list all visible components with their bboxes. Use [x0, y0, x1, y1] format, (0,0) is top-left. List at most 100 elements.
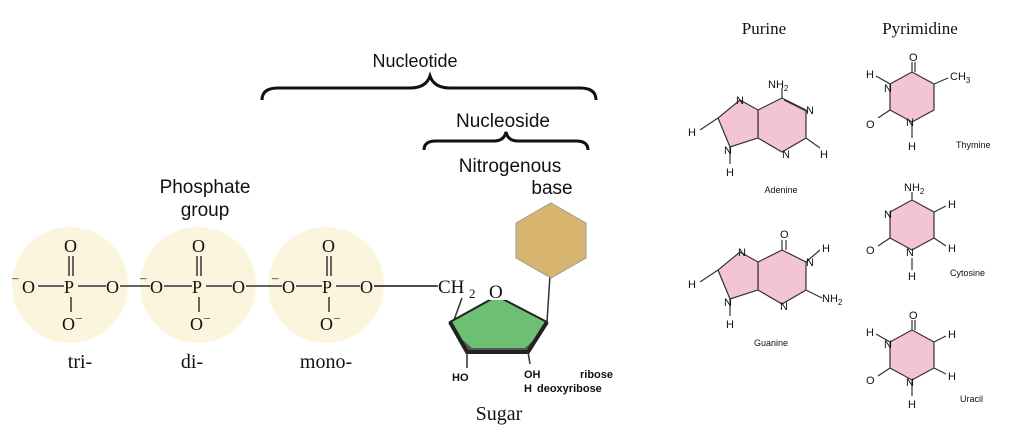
charge-minus: –	[75, 310, 83, 324]
charge-minus: –	[139, 270, 147, 285]
guanine-nh2: NH2	[822, 293, 843, 307]
charge-minus: –	[203, 310, 211, 324]
atom-h: H	[948, 199, 956, 211]
phosphate-di: – O P O O O –	[139, 236, 246, 334]
thymine-structure: O CH3 H N O N H Thymine	[866, 52, 991, 153]
charge-minus: –	[11, 270, 19, 285]
phosphate-label: Phosphate	[160, 177, 251, 198]
purine-heading: Purine	[742, 19, 786, 38]
sugar-base-bond	[546, 274, 551, 323]
atom-h: H	[688, 279, 696, 291]
nitrogenous-label: Nitrogenous	[459, 156, 561, 177]
atom-n: N	[736, 95, 744, 107]
atom-h: H	[948, 371, 956, 383]
atom-n: N	[806, 257, 814, 269]
base-label: base	[531, 178, 572, 199]
atom-h: H	[726, 167, 734, 179]
ribose-label: ribose	[580, 369, 613, 381]
nucleoside-label: Nucleoside	[456, 111, 550, 132]
phosphate-tri: – O P O O O –	[11, 236, 120, 334]
tri-label: tri-	[68, 351, 92, 373]
atom-n: N	[906, 117, 914, 129]
atom-o: O	[62, 314, 75, 334]
atom-n: N	[724, 297, 732, 309]
pyrimidine-heading: Pyrimidine	[882, 19, 958, 38]
mono-label: mono-	[300, 351, 352, 373]
atom-n: N	[738, 247, 746, 259]
atom-o: O	[909, 52, 918, 64]
atom-o: O	[320, 314, 333, 334]
atom-p: P	[192, 277, 202, 297]
atom-h: H	[948, 329, 956, 341]
oh-label: OH	[524, 369, 541, 381]
atom-h: H	[908, 271, 916, 283]
guanine-label: Guanine	[754, 338, 788, 348]
atom-n: N	[906, 377, 914, 389]
oh-bond	[527, 351, 531, 365]
atom-o: O	[866, 119, 875, 131]
h-label: H	[524, 383, 532, 395]
atom-o: O	[360, 277, 373, 297]
adenine-label: Adenine	[764, 185, 797, 195]
atom-o: O	[22, 277, 35, 297]
atom-o: O	[780, 229, 789, 241]
uracil-structure: O H H N H O N H Uracil	[866, 310, 983, 411]
atom-n: N	[782, 149, 790, 161]
atom-o: O	[866, 375, 875, 387]
ring-oxygen: O	[489, 282, 503, 303]
atom-n: N	[884, 339, 892, 351]
atom-p: P	[322, 277, 332, 297]
atom-h: H	[908, 141, 916, 153]
atom-n: N	[884, 209, 892, 221]
atom-o: O	[192, 236, 205, 256]
group-label: group	[181, 200, 230, 221]
atom-o: O	[106, 277, 119, 297]
adenine-structure: NH2 N N N N H H H Adenine	[688, 79, 828, 195]
di-label: di-	[181, 351, 203, 373]
atom-o: O	[909, 310, 918, 322]
cytosine-nh2: NH2	[904, 182, 925, 196]
atom-o: O	[322, 236, 335, 256]
charge-minus: –	[333, 310, 341, 324]
atom-o: O	[282, 277, 295, 297]
atom-h: H	[866, 327, 874, 339]
phosphate-mono: – O P O O O –	[271, 236, 374, 334]
cytosine-label: Cytosine	[950, 268, 985, 278]
atom-o: O	[64, 236, 77, 256]
sugar-label: Sugar	[476, 403, 523, 425]
atom-n: N	[724, 145, 732, 157]
ch2-to-ring-bond	[453, 297, 463, 321]
uracil-label: Uracil	[960, 394, 983, 404]
thymine-label: Thymine	[956, 140, 991, 150]
atom-n: N	[806, 105, 814, 117]
deoxyribose-label: deoxyribose	[537, 383, 602, 395]
atom-h: H	[820, 149, 828, 161]
atom-n: N	[906, 247, 914, 259]
atom-h: H	[948, 243, 956, 255]
atom-h: H	[822, 243, 830, 255]
cytosine-structure: NH2 N H H O N H Cytosine	[866, 182, 985, 283]
atom-p: P	[64, 277, 74, 297]
atom-h: H	[726, 319, 734, 331]
nucleotide-label: Nucleotide	[372, 51, 457, 71]
nucleoside-brace	[422, 131, 590, 151]
atom-o: O	[232, 277, 245, 297]
charge-minus: –	[271, 270, 279, 285]
thymine-ch3: CH3	[950, 71, 971, 85]
atom-n: N	[780, 301, 788, 313]
sugar-ring: O	[448, 282, 549, 354]
adenine-nh2: NH2	[768, 79, 789, 93]
guanine-structure: O N N H N N H H NH2 Guanine	[688, 229, 843, 348]
atom-h: H	[688, 127, 696, 139]
atom-h: H	[908, 399, 916, 411]
ho-label: HO	[452, 372, 469, 384]
atom-o: O	[866, 245, 875, 257]
atom-o: O	[190, 314, 203, 334]
ch2-subscript: 2	[469, 286, 476, 301]
nucleotide-brace	[260, 71, 598, 101]
atom-h: H	[866, 69, 874, 81]
atom-o: O	[150, 277, 163, 297]
base-hexagon	[515, 202, 587, 279]
